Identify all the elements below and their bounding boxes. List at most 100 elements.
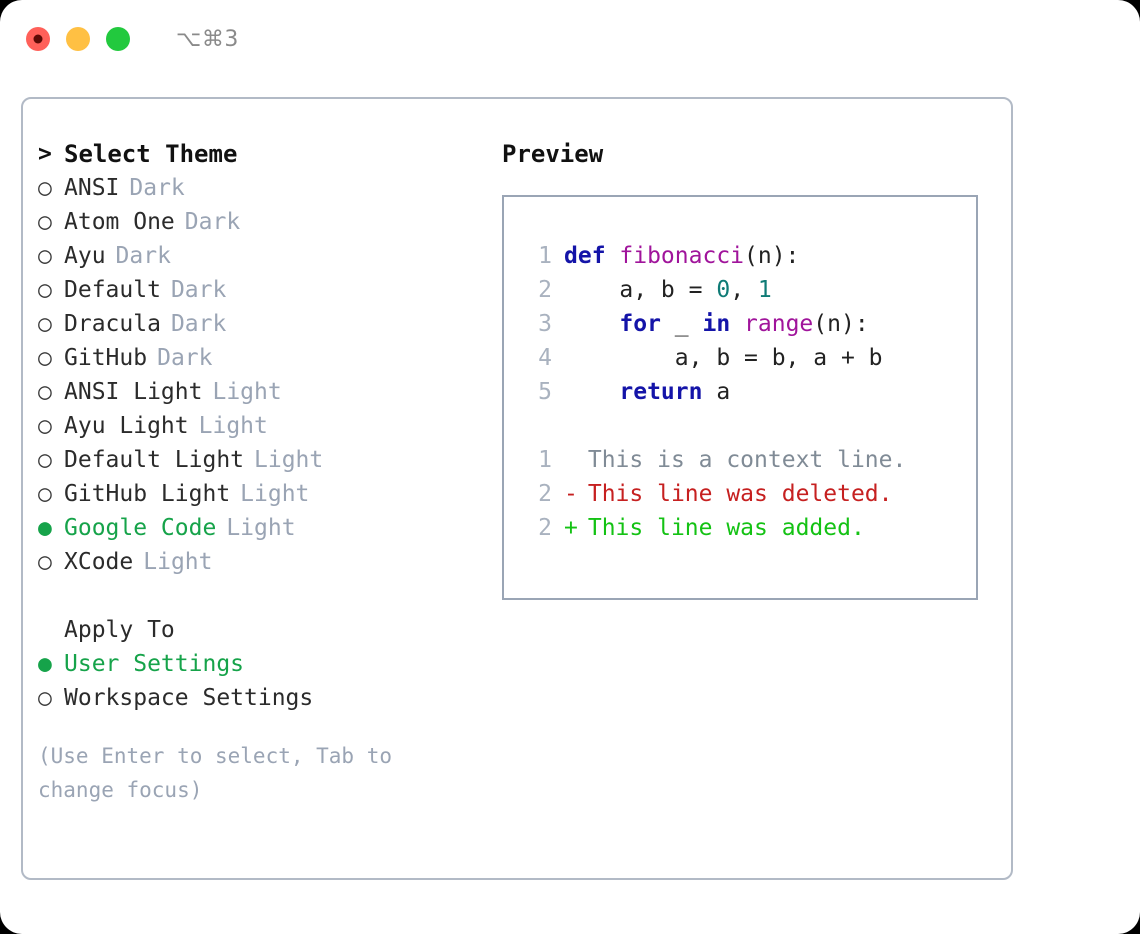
maximize-icon[interactable] (106, 27, 130, 51)
diff-text: This line was deleted. (587, 481, 893, 507)
theme-badge: Light (226, 515, 296, 541)
theme-selector-column: > Select Theme ○ ANSI Dark ○ Atom One Da… (38, 137, 478, 807)
apply-option-label: User Settings (64, 651, 245, 677)
theme-option-default-light[interactable]: ○ Default Light Light (38, 443, 478, 477)
theme-option-ayu[interactable]: ○ Ayu Dark (38, 239, 478, 273)
theme-badge: Dark (170, 311, 227, 337)
code-token-plain (730, 311, 744, 337)
theme-name: Default Light (64, 447, 245, 473)
diff-sign: + (564, 515, 578, 541)
radio-unselected-icon[interactable]: ○ (38, 480, 52, 507)
minimize-icon[interactable] (66, 27, 90, 51)
line-number: 4 (538, 345, 552, 371)
code-token-punct: (n): (744, 243, 800, 269)
radio-selected-icon[interactable]: ● (38, 514, 52, 541)
select-theme-heading: > Select Theme (38, 137, 478, 171)
radio-unselected-icon[interactable]: ○ (38, 208, 52, 235)
line-number: 2 (538, 277, 552, 303)
theme-badge: Light (254, 447, 324, 473)
apply-option-label: Workspace Settings (64, 685, 314, 711)
preview-column: Preview 1 def fibonacci (n): 2 a, b = 0 … (502, 137, 982, 600)
theme-option-github-light[interactable]: ○ GitHub Light Light (38, 477, 478, 511)
select-theme-title: Select Theme (64, 140, 238, 168)
theme-name: Atom One (64, 209, 175, 235)
code-token-function: range (744, 311, 814, 337)
radio-selected-icon[interactable]: ● (38, 650, 52, 677)
code-token-punct: (n): (813, 311, 869, 337)
code-line: 4 a, b = b, a + b (522, 341, 976, 375)
theme-name: Dracula (64, 311, 161, 337)
diff-sign (564, 447, 578, 473)
radio-unselected-icon[interactable]: ○ (38, 446, 52, 473)
apply-to-title: Apply To (64, 617, 175, 643)
radio-unselected-icon[interactable]: ○ (38, 548, 52, 575)
theme-badge: Light (212, 379, 282, 405)
theme-name: GitHub (64, 345, 148, 371)
code-token-function: fibonacci (619, 243, 745, 269)
close-icon[interactable] (26, 27, 50, 51)
theme-option-google-code[interactable]: ● Google Code Light (38, 511, 478, 545)
theme-option-ansi[interactable]: ○ ANSI Dark (38, 171, 478, 205)
caret-icon: > (38, 140, 52, 167)
main-panel: > Select Theme ○ ANSI Dark ○ Atom One Da… (21, 97, 1013, 880)
diff-line-context: 1 This is a context line. (522, 443, 976, 477)
code-token-plain (564, 379, 619, 405)
theme-badge: Light (240, 481, 310, 507)
theme-option-dracula[interactable]: ○ Dracula Dark (38, 307, 478, 341)
code-line: 5 return a (522, 375, 976, 409)
diff-text: This line was added. (587, 515, 865, 541)
code-line: 1 def fibonacci (n): (522, 239, 976, 273)
theme-name: XCode (64, 549, 134, 575)
code-token-keyword: def (564, 243, 620, 269)
keyboard-hint-text: (Use Enter to select, Tab to change focu… (38, 744, 405, 802)
theme-badge: Dark (184, 209, 241, 235)
diff-line-deleted: 2 - This line was deleted. (522, 477, 976, 511)
theme-name: Default (64, 277, 161, 303)
theme-option-ansi-light[interactable]: ○ ANSI Light Light (38, 375, 478, 409)
theme-name: Ayu Light (64, 413, 189, 439)
apply-option-user-settings[interactable]: ● User Settings (38, 647, 478, 681)
diff-line-added: 2 + This line was added. (522, 511, 976, 545)
radio-unselected-icon[interactable]: ○ (38, 684, 52, 711)
code-token-plain: a, b = b, a + b (564, 345, 883, 371)
radio-unselected-icon[interactable]: ○ (38, 344, 52, 371)
theme-name: ANSI Light (64, 379, 203, 405)
theme-option-atom-one[interactable]: ○ Atom One Dark (38, 205, 478, 239)
radio-unselected-icon[interactable]: ○ (38, 378, 52, 405)
code-token-keyword: for (619, 311, 661, 337)
theme-option-ayu-light[interactable]: ○ Ayu Light Light (38, 409, 478, 443)
theme-badge: Light (143, 549, 213, 575)
theme-name: Google Code (64, 515, 217, 541)
preview-heading: Preview (502, 140, 604, 168)
theme-badge: Dark (115, 243, 171, 269)
theme-option-xcode[interactable]: ○ XCode Light (38, 545, 478, 579)
radio-unselected-icon[interactable]: ○ (38, 174, 52, 201)
traffic-light-controls (26, 27, 130, 51)
radio-unselected-icon[interactable]: ○ (38, 310, 52, 337)
code-token-plain (564, 311, 619, 337)
theme-option-default[interactable]: ○ Default Dark (38, 273, 478, 307)
apply-to-heading: Apply To (38, 613, 478, 647)
code-token-number: 1 (757, 277, 772, 303)
theme-name: Ayu (64, 243, 106, 269)
theme-badge: Dark (157, 345, 213, 371)
apply-option-workspace-settings[interactable]: ○ Workspace Settings (38, 681, 478, 715)
diff-sign: - (564, 481, 578, 507)
code-line: 3 for _ in range (n): (522, 307, 976, 341)
code-token-plain: a, b = (564, 277, 717, 303)
line-number: 2 (538, 481, 552, 507)
line-number: 2 (538, 515, 552, 541)
section-spacer (38, 579, 478, 613)
line-number: 1 (538, 243, 552, 269)
code-line: 2 a, b = 0 , 1 (522, 273, 976, 307)
radio-unselected-icon[interactable]: ○ (38, 242, 52, 269)
radio-unselected-icon[interactable]: ○ (38, 276, 52, 303)
theme-option-github[interactable]: ○ GitHub Dark (38, 341, 478, 375)
theme-badge: Light (198, 413, 268, 439)
line-number: 5 (538, 379, 552, 405)
code-token-number: 0 (716, 277, 731, 303)
radio-unselected-icon[interactable]: ○ (38, 412, 52, 439)
code-blank-line (522, 409, 976, 443)
title-bar: ⌥⌘3 (0, 0, 1140, 78)
